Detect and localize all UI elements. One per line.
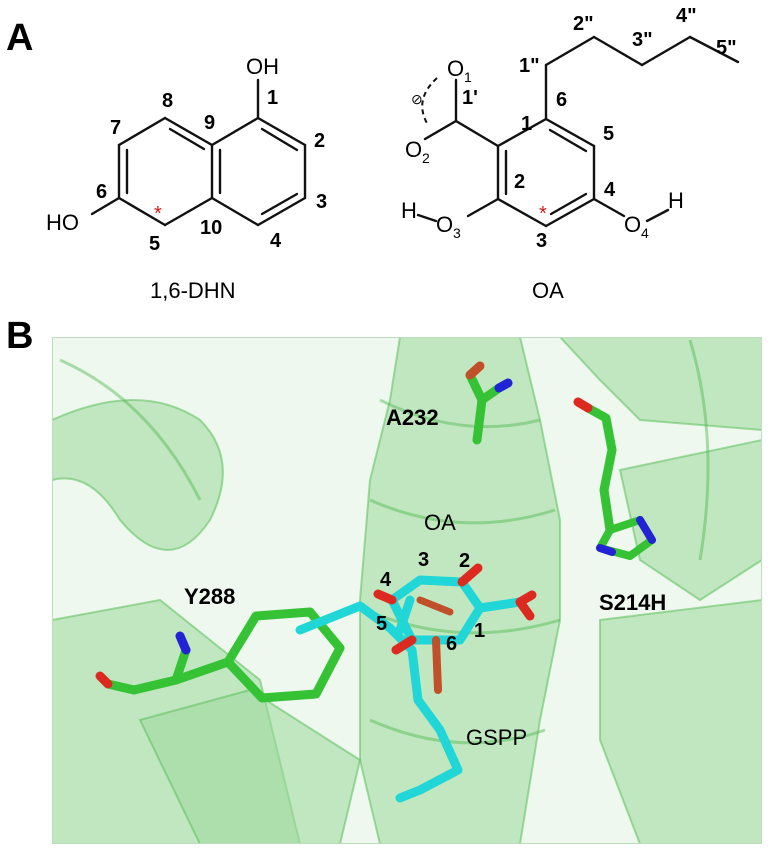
oa-o1-label: O xyxy=(447,56,464,81)
oa-o2-sub: 2 xyxy=(422,150,430,166)
oa-b-num-4: 4 xyxy=(380,569,392,591)
panel-a-letter: A xyxy=(6,17,33,59)
oa-num-5: 5 xyxy=(603,123,614,145)
oa-h-left-label: H xyxy=(401,198,417,223)
ligand-gspp-label: GSPP xyxy=(466,725,527,750)
oa-o3-label: O xyxy=(436,212,453,237)
dhn-structure xyxy=(90,78,307,227)
oa-num-1: 1 xyxy=(521,113,532,135)
oa-o4-sub: 4 xyxy=(641,225,649,241)
dhn-num-9: 9 xyxy=(204,112,215,134)
oa-chain-2: 2" xyxy=(573,13,594,35)
dhn-num-4: 4 xyxy=(270,230,282,252)
dhn-num-1: 1 xyxy=(267,87,278,109)
oa-charge-symbol: ⊘ xyxy=(411,91,423,107)
panel-b-letter: B xyxy=(6,315,33,357)
oa-chain-3: 3" xyxy=(632,29,653,51)
oa-b-num-6: 6 xyxy=(446,633,457,655)
dhn-caption: 1,6-DHN xyxy=(150,278,236,303)
residue-y288-label: Y288 xyxy=(184,584,235,609)
dhn-num-10: 10 xyxy=(200,217,222,239)
dhn-num-8: 8 xyxy=(162,90,173,112)
oa-h-right-label: H xyxy=(668,188,684,213)
oa-o4-label: O xyxy=(624,212,641,237)
dhn-num-2: 2 xyxy=(314,130,325,152)
oa-num-1prime: 1' xyxy=(462,87,478,109)
oa-num-2: 2 xyxy=(514,171,525,193)
dhn-star-marker: * xyxy=(154,203,162,225)
oa-delocalization-arc xyxy=(421,77,438,126)
oa-chain-4: 4" xyxy=(676,5,697,27)
oa-structure xyxy=(416,35,740,228)
dhn-num-3: 3 xyxy=(316,191,327,213)
oa-o2-label: O xyxy=(405,137,422,162)
protein-render: A232 S214H Y288 OA GSPP 1 2 3 4 5 6 xyxy=(52,337,762,844)
dhn-num-6: 6 xyxy=(96,181,107,203)
oa-chain-5: 5" xyxy=(716,37,737,59)
oa-b-num-1: 1 xyxy=(474,620,485,642)
oa-caption: OA xyxy=(532,278,564,303)
oa-chain-1: 1" xyxy=(519,55,540,77)
residue-s214h-label: S214H xyxy=(599,590,666,615)
oa-o1-sub: 1 xyxy=(464,69,472,85)
oa-o3-sub: 3 xyxy=(453,225,461,241)
oa-num-6: 6 xyxy=(556,89,567,111)
oa-b-num-3: 3 xyxy=(418,549,429,571)
oa-star-marker: * xyxy=(539,203,547,225)
oa-b-num-2: 2 xyxy=(459,550,470,572)
ligand-oa-label: OA xyxy=(424,510,456,535)
oa-num-3: 3 xyxy=(536,230,547,252)
dhn-oh-label: OH xyxy=(246,54,279,79)
dhn-num-5: 5 xyxy=(149,233,160,255)
dhn-num-7: 7 xyxy=(110,117,121,139)
residue-a232-label: A232 xyxy=(386,405,439,430)
oa-b-num-5: 5 xyxy=(376,613,387,635)
oa-num-4: 4 xyxy=(604,179,616,201)
dhn-ho-label: HO xyxy=(46,210,79,235)
